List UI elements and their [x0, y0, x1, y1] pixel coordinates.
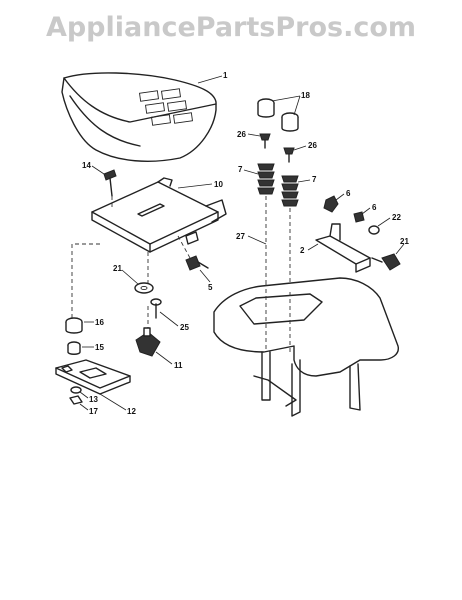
washer-26-right [283, 147, 295, 163]
label-22: 22 [392, 213, 401, 222]
label-6-bottom: 6 [372, 203, 377, 212]
label-17: 17 [89, 407, 98, 416]
label-16: 16 [95, 318, 104, 327]
label-27: 27 [236, 232, 245, 241]
label-12: 12 [127, 407, 136, 416]
label-10: 10 [214, 180, 223, 189]
spring-7-right [281, 175, 299, 207]
seat-pan [91, 177, 227, 253]
bumper-16 [65, 317, 83, 334]
nut-17 [69, 395, 83, 405]
label-13: 13 [89, 395, 98, 404]
label-14: 14 [82, 161, 91, 170]
label-21-left: 21 [113, 264, 122, 273]
knob-21-right [371, 253, 401, 271]
nut-6-bottom [353, 211, 365, 223]
washer-22 [368, 225, 380, 235]
label-5: 5 [208, 283, 213, 292]
washer-13 [70, 386, 82, 394]
label-18: 18 [301, 91, 310, 100]
bushing-18-left [257, 98, 275, 118]
knob-11 [135, 327, 161, 357]
label-26-right: 26 [308, 141, 317, 150]
label-6-top: 6 [346, 189, 351, 198]
label-21-right: 21 [400, 237, 409, 246]
frame [213, 277, 399, 417]
spring-7-left [257, 163, 275, 195]
label-26-left: 26 [237, 130, 246, 139]
label-1: 1 [223, 71, 228, 80]
label-2: 2 [300, 246, 305, 255]
label-7-right: 7 [312, 175, 317, 184]
bushing-18-right [281, 112, 299, 132]
screw-25 [150, 298, 162, 319]
washer-21 [134, 282, 154, 294]
nut-6-top [323, 195, 339, 213]
label-7-left: 7 [238, 165, 243, 174]
label-15: 15 [95, 343, 104, 352]
bolt-5-left [185, 255, 209, 271]
washer-26-left [259, 133, 271, 149]
bushing-15 [67, 341, 81, 355]
watermark: AppliancePartsPros.com [45, 12, 417, 43]
bolt-14 [103, 169, 117, 197]
label-25: 25 [180, 323, 189, 332]
bracket-2 [315, 223, 371, 273]
label-11: 11 [174, 361, 183, 370]
bracket-12 [55, 359, 131, 395]
seat [61, 72, 217, 162]
